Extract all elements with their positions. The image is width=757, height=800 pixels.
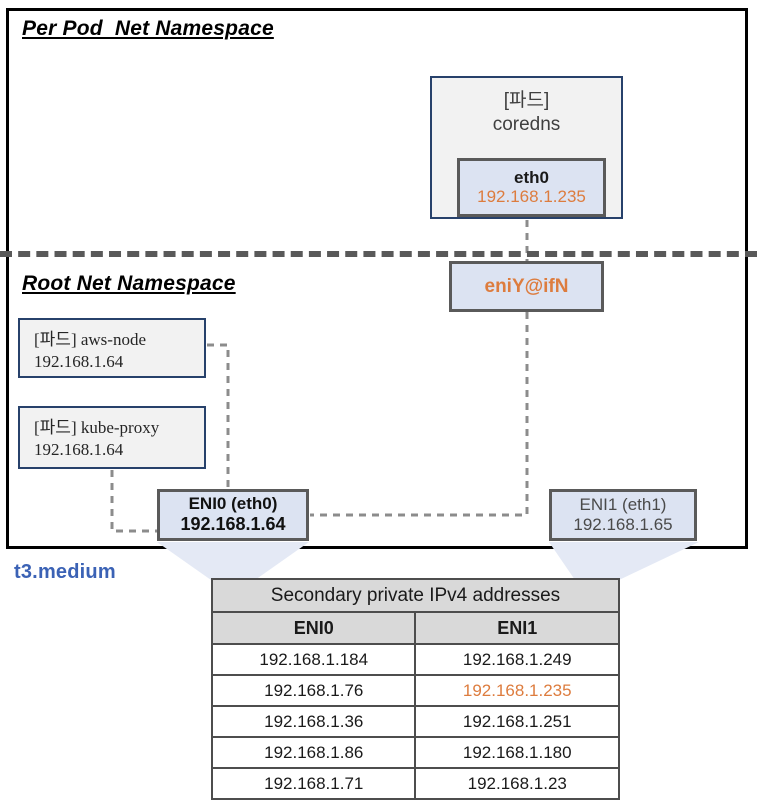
eth0-label: eth0	[514, 167, 549, 187]
pod-aws-node-ip: 192.168.1.64	[34, 352, 124, 372]
table-cell-eni0: 192.168.1.86	[210, 736, 417, 769]
pod-kube-proxy[interactable]: [파드] kube-proxy 192.168.1.64	[18, 406, 206, 469]
pod-coredns-label: [파드] coredns	[492, 90, 561, 135]
eni1-interface[interactable]: ENI1 (eth1) 192.168.1.65	[549, 489, 697, 541]
table-row: 192.168.1.76 192.168.1.235	[210, 674, 620, 707]
per-pod-namespace-title: Per Pod Net Namespace	[22, 17, 274, 40]
table-cell-eni1: 192.168.1.249	[414, 643, 620, 676]
table-cell-eni1: 192.168.1.251	[414, 705, 620, 738]
namespace-divider	[0, 251, 757, 257]
table-cell-eni1: 192.168.1.180	[414, 736, 620, 769]
eth0-ip-address: 192.168.1.235	[477, 187, 586, 207]
table-row: 192.168.1.86 192.168.1.180	[210, 736, 620, 769]
table-callout-funnels	[157, 542, 699, 580]
table-cell-eni1-highlighted: 192.168.1.235	[414, 674, 620, 707]
root-namespace-title: Root Net Namespace	[22, 272, 236, 295]
pod-aws-node-label: [파드] aws-node	[34, 330, 146, 349]
table-row: 192.168.1.71 192.168.1.23	[210, 767, 620, 800]
eni0-ip-address: 192.168.1.64	[180, 514, 286, 535]
pod-kube-proxy-label: [파드] kube-proxy	[34, 418, 160, 437]
table-row: 192.168.1.36 192.168.1.251	[210, 705, 620, 738]
eni1-label: ENI1 (eth1)	[579, 494, 667, 514]
table-cell-eni0: 192.168.1.184	[210, 643, 417, 676]
table-title-row: Secondary private IPv4 addresses	[211, 578, 620, 613]
secondary-ip-table-body: Secondary private IPv4 addresses ENI0 EN…	[210, 578, 620, 800]
instance-type-label: t3.medium	[14, 561, 116, 583]
eni1-ip-address: 192.168.1.65	[573, 515, 673, 534]
table-header-row: ENI0 ENI1	[210, 611, 620, 645]
pod-kube-proxy-ip: 192.168.1.64	[34, 440, 124, 460]
table-row: 192.168.1.184 192.168.1.249	[210, 643, 620, 676]
table-cell-eni1: 192.168.1.23	[414, 767, 620, 800]
table-cell-eni0: 192.168.1.76	[210, 674, 417, 707]
eni0-interface[interactable]: ENI0 (eth0) 192.168.1.64	[157, 489, 309, 541]
veth-eniY-ifN[interactable]: eniY@ifN	[449, 261, 604, 312]
pod-coredns[interactable]: [파드] coredns eth0 192.168.1.235	[430, 76, 623, 219]
eni0-label: ENI0 (eth0)	[188, 494, 278, 513]
table-header-eni0: ENI0	[210, 611, 417, 645]
veth-label: eniY@ifN	[484, 275, 569, 297]
connector-wires	[110, 220, 529, 533]
pod-aws-node[interactable]: [파드] aws-node 192.168.1.64	[18, 318, 206, 378]
secondary-ip-table: Secondary private IPv4 addresses ENI0 EN…	[210, 578, 620, 800]
table-cell-eni0: 192.168.1.71	[210, 767, 417, 800]
table-cell-eni0: 192.168.1.36	[210, 705, 417, 738]
pod-coredns-eth0-interface[interactable]: eth0 192.168.1.235	[457, 158, 606, 217]
table-title: Secondary private IPv4 addresses	[211, 578, 620, 613]
table-header-eni1: ENI1	[414, 611, 620, 645]
